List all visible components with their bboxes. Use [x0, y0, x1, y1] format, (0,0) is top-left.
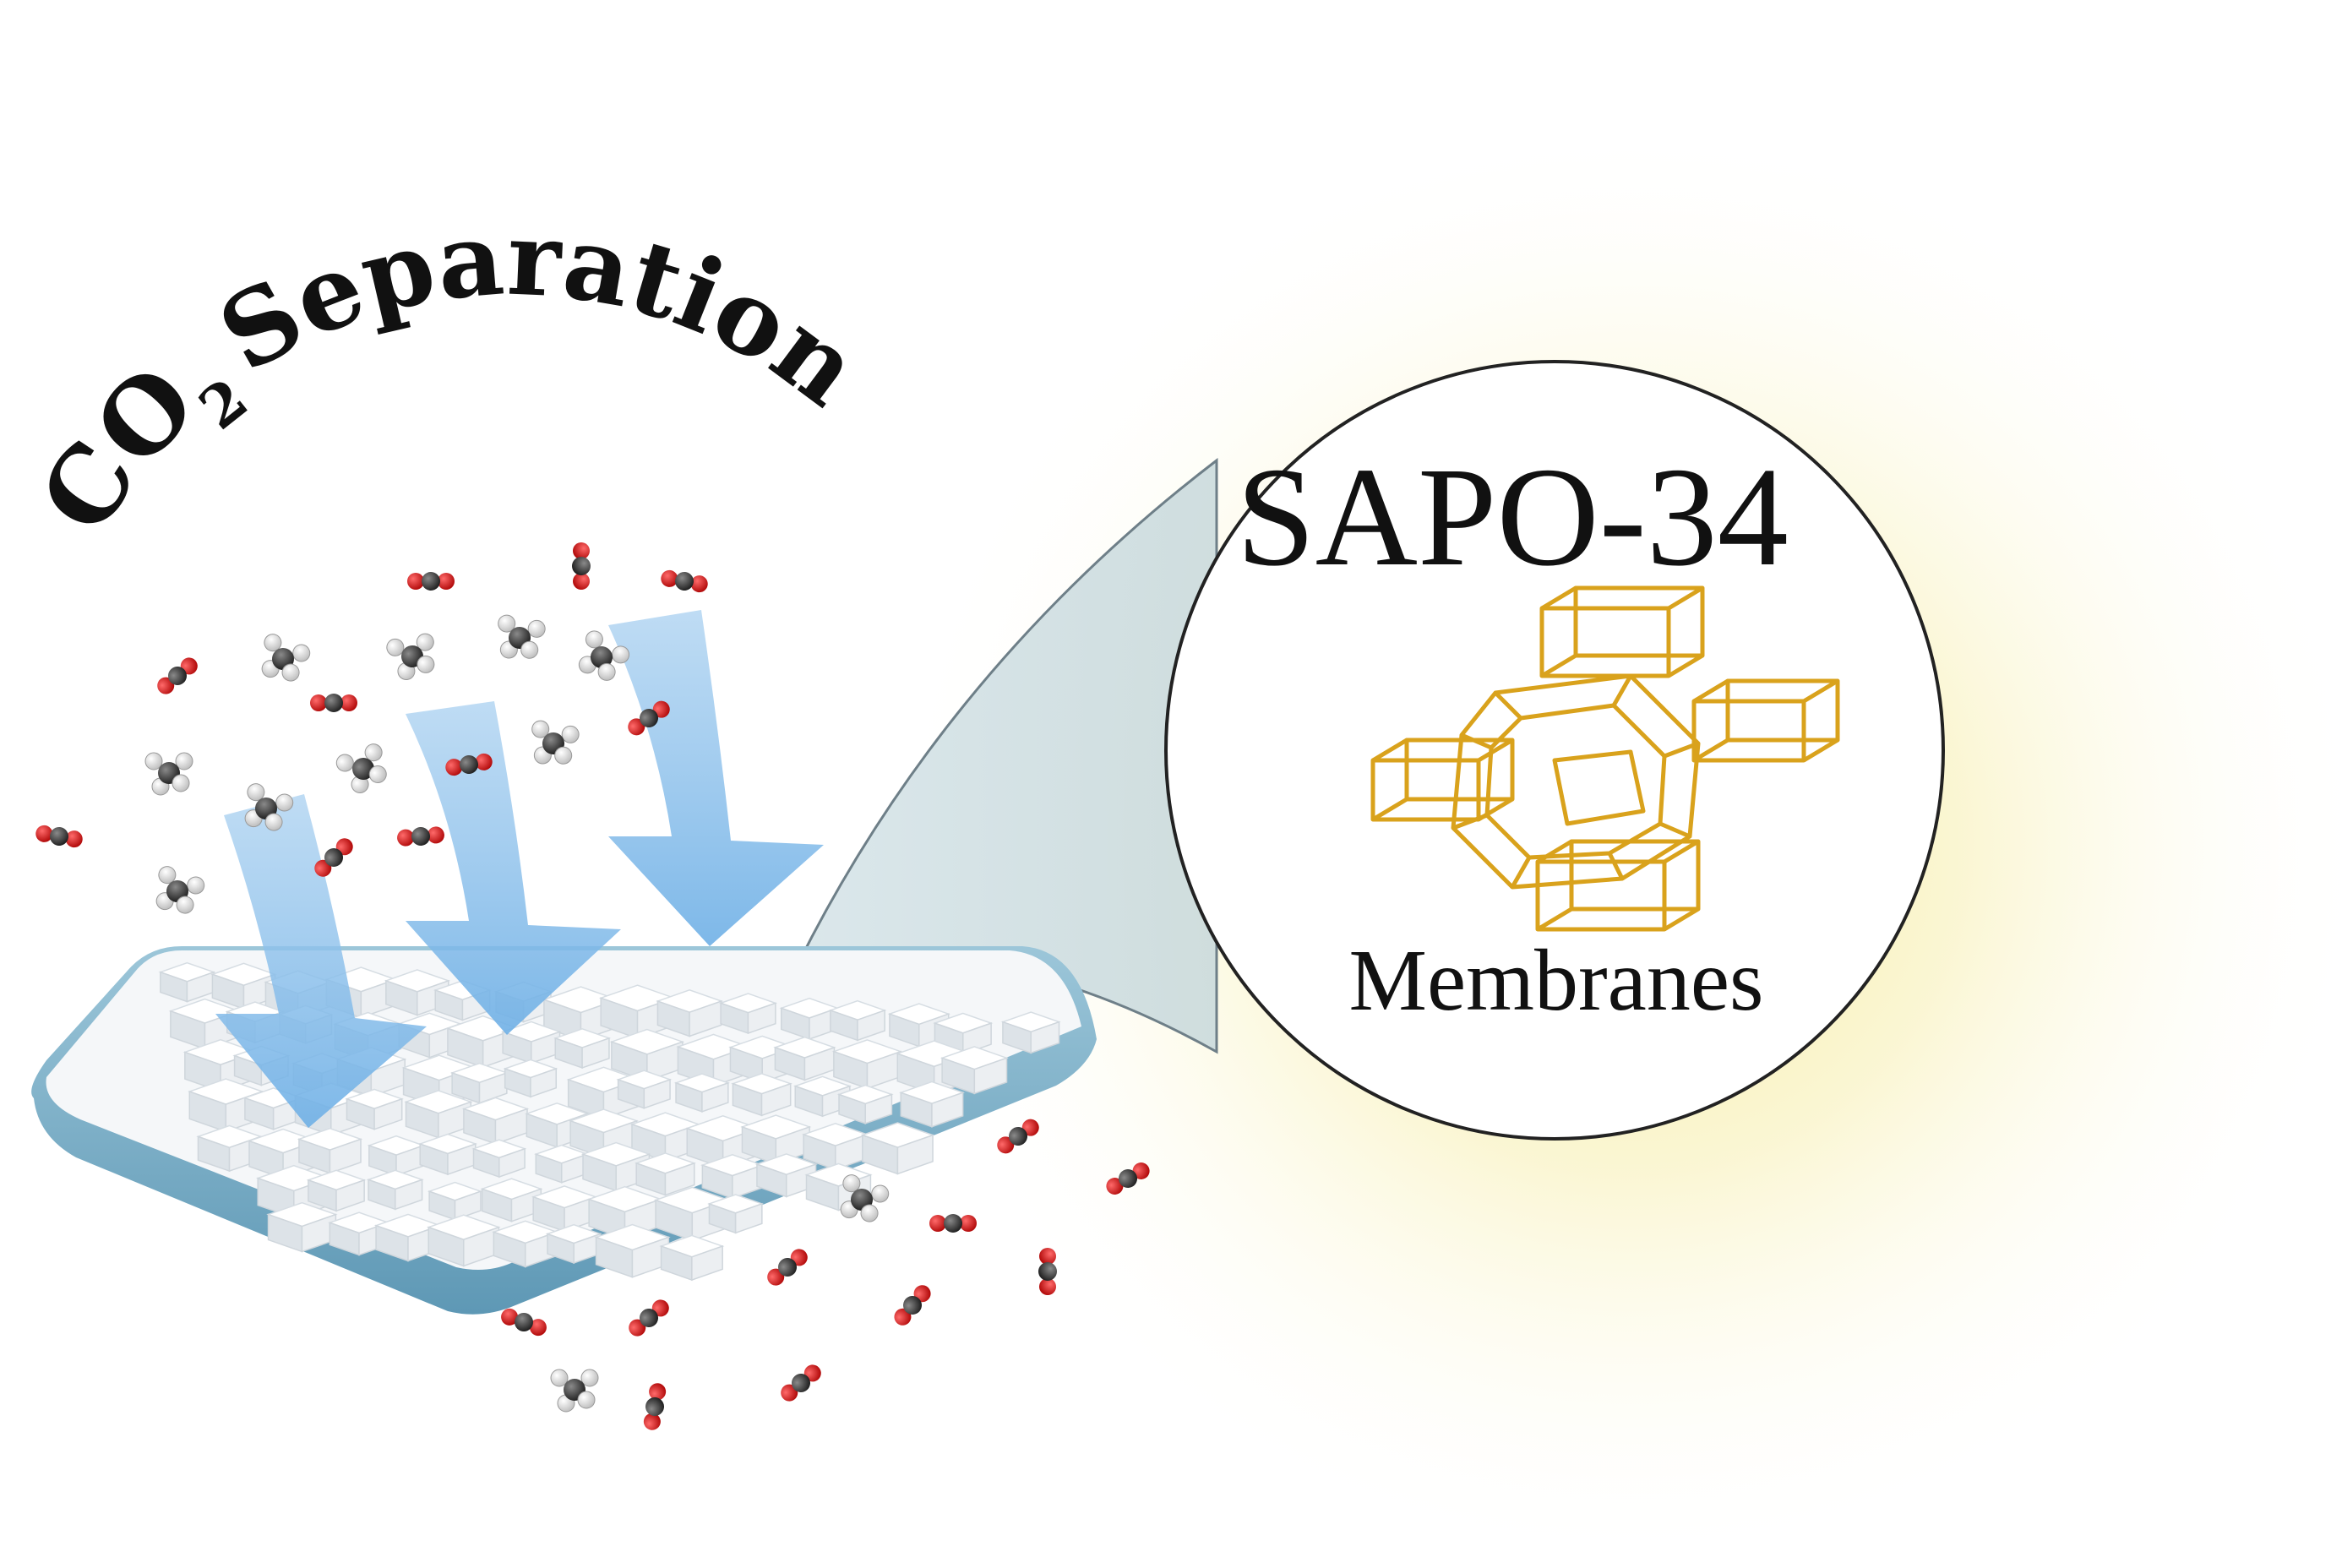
- inset-circle: [1164, 360, 1945, 1141]
- co2-molecule-icon: [572, 542, 591, 590]
- co2-molecule-icon: [629, 1299, 669, 1337]
- co2-molecule-icon: [314, 838, 353, 877]
- co2-molecule-icon: [397, 826, 444, 847]
- cage-central-ring: [1451, 673, 1701, 890]
- co2-molecule-icon: [643, 1383, 667, 1430]
- zeolite-crystal: [306, 1169, 367, 1212]
- methane-molecule-icon: [244, 783, 294, 831]
- zeolite-crystal: [366, 1169, 424, 1211]
- co2-molecule-icon: [157, 657, 198, 694]
- zeolite-crystal: [860, 1122, 935, 1175]
- co2-molecule-icon: [929, 1214, 977, 1233]
- co2-molecule-icon: [407, 572, 455, 591]
- methane-molecule-icon: [578, 630, 630, 681]
- zeolite-crystal: [898, 1081, 965, 1128]
- zeolite-crystal: [471, 1139, 527, 1179]
- membrane: [31, 946, 1097, 1315]
- methane-molecule-icon: [550, 1369, 599, 1413]
- inset-magnifier: SAPO-34 Membranes: [1164, 360, 1945, 1141]
- zeolite-crystal: [718, 993, 778, 1035]
- co2-molecule-icon: [628, 700, 670, 736]
- zeolite-crystal: [656, 989, 724, 1037]
- zeolite-crystal: [801, 1123, 869, 1171]
- methane-molecule-icon: [261, 634, 311, 682]
- zeolite-crystal: [461, 1097, 530, 1145]
- zeolite-crystal: [531, 1185, 598, 1233]
- flow-arrow-icon: [608, 610, 824, 946]
- co2-molecule-icon: [997, 1119, 1039, 1154]
- zeolite-crystal: [609, 1028, 685, 1082]
- heading-prefix: CO: [17, 343, 219, 553]
- heading-word: Separation: [200, 199, 880, 429]
- zeolite-crystal: [345, 1088, 404, 1130]
- zeolite-crystal: [940, 1046, 1009, 1095]
- zeolite-crystal: [417, 1133, 478, 1176]
- cage-unit: [1691, 678, 1840, 763]
- cage-unit: [1539, 585, 1705, 678]
- co2-molecule-icon: [767, 1249, 808, 1286]
- methane-molecule-icon: [840, 1174, 890, 1222]
- zeolite-crystal: [427, 1181, 483, 1221]
- zeolite-crystal: [616, 1070, 673, 1109]
- co2-molecule-icon: [501, 1308, 547, 1337]
- methane-molecule-icon: [335, 743, 387, 793]
- methane-molecule-icon: [498, 614, 546, 659]
- gas-molecules: [35, 542, 1150, 1430]
- zeolite-crystal: [707, 1194, 765, 1234]
- zeolite-crystal: [266, 1201, 338, 1253]
- zeolite-crystal: [731, 1073, 792, 1117]
- zeolite-crystal: [297, 1127, 363, 1174]
- zeolite-crystal: [367, 1135, 426, 1177]
- co2-molecule-icon: [35, 825, 83, 848]
- zeolite-crystal: [404, 1090, 473, 1139]
- flow-arrows: [215, 610, 824, 1128]
- zeolite-crystal: [500, 1021, 562, 1064]
- flow-arrow-icon: [406, 701, 621, 1035]
- co2-molecule-icon: [310, 694, 357, 712]
- zeolite-crystal: [534, 1144, 590, 1184]
- methane-molecule-icon: [144, 752, 193, 796]
- zeolite-crystal: [158, 961, 216, 1003]
- methane-molecule-icon: [386, 633, 435, 680]
- flow-arrow-icon: [215, 794, 427, 1128]
- zeolite-crystal: [553, 1027, 612, 1070]
- sapo-cage-icon: [1370, 585, 1840, 932]
- co2-molecule-icon: [661, 569, 708, 593]
- heading-text: CO2Separation: [17, 199, 881, 553]
- methane-molecule-icon: [155, 866, 205, 914]
- zeolite-crystal: [659, 1234, 725, 1282]
- zeolite-crystal: [700, 1153, 765, 1200]
- co2-molecule-icon: [445, 753, 493, 776]
- zeolite-crystal: [754, 1153, 818, 1198]
- zeolite-crystal: [836, 1084, 894, 1124]
- zeolite-crystal: [773, 1036, 836, 1081]
- methane-molecule-icon: [531, 720, 580, 765]
- zeolite-crystal: [828, 999, 887, 1042]
- zeolite-crystal: [594, 1223, 671, 1278]
- co2-molecule-icon: [1038, 1248, 1057, 1295]
- sapo-title: SAPO-34: [1236, 438, 1788, 596]
- co2-molecule-icon: [1106, 1162, 1150, 1195]
- co2-molecule-icon: [781, 1364, 821, 1402]
- membranes-caption: Membranes: [1349, 932, 1764, 1029]
- zeolite-crystal: [426, 1214, 501, 1267]
- zeolite-crystal: [586, 1185, 663, 1240]
- zeolite-crystal: [1000, 1011, 1061, 1054]
- zeolite-crystal: [503, 1059, 558, 1098]
- zeolite-crystal: [831, 1039, 903, 1090]
- zeolite-crystal: [673, 1073, 731, 1113]
- co2-molecule-icon: [894, 1285, 931, 1326]
- zeolite-crystal: [634, 1152, 697, 1196]
